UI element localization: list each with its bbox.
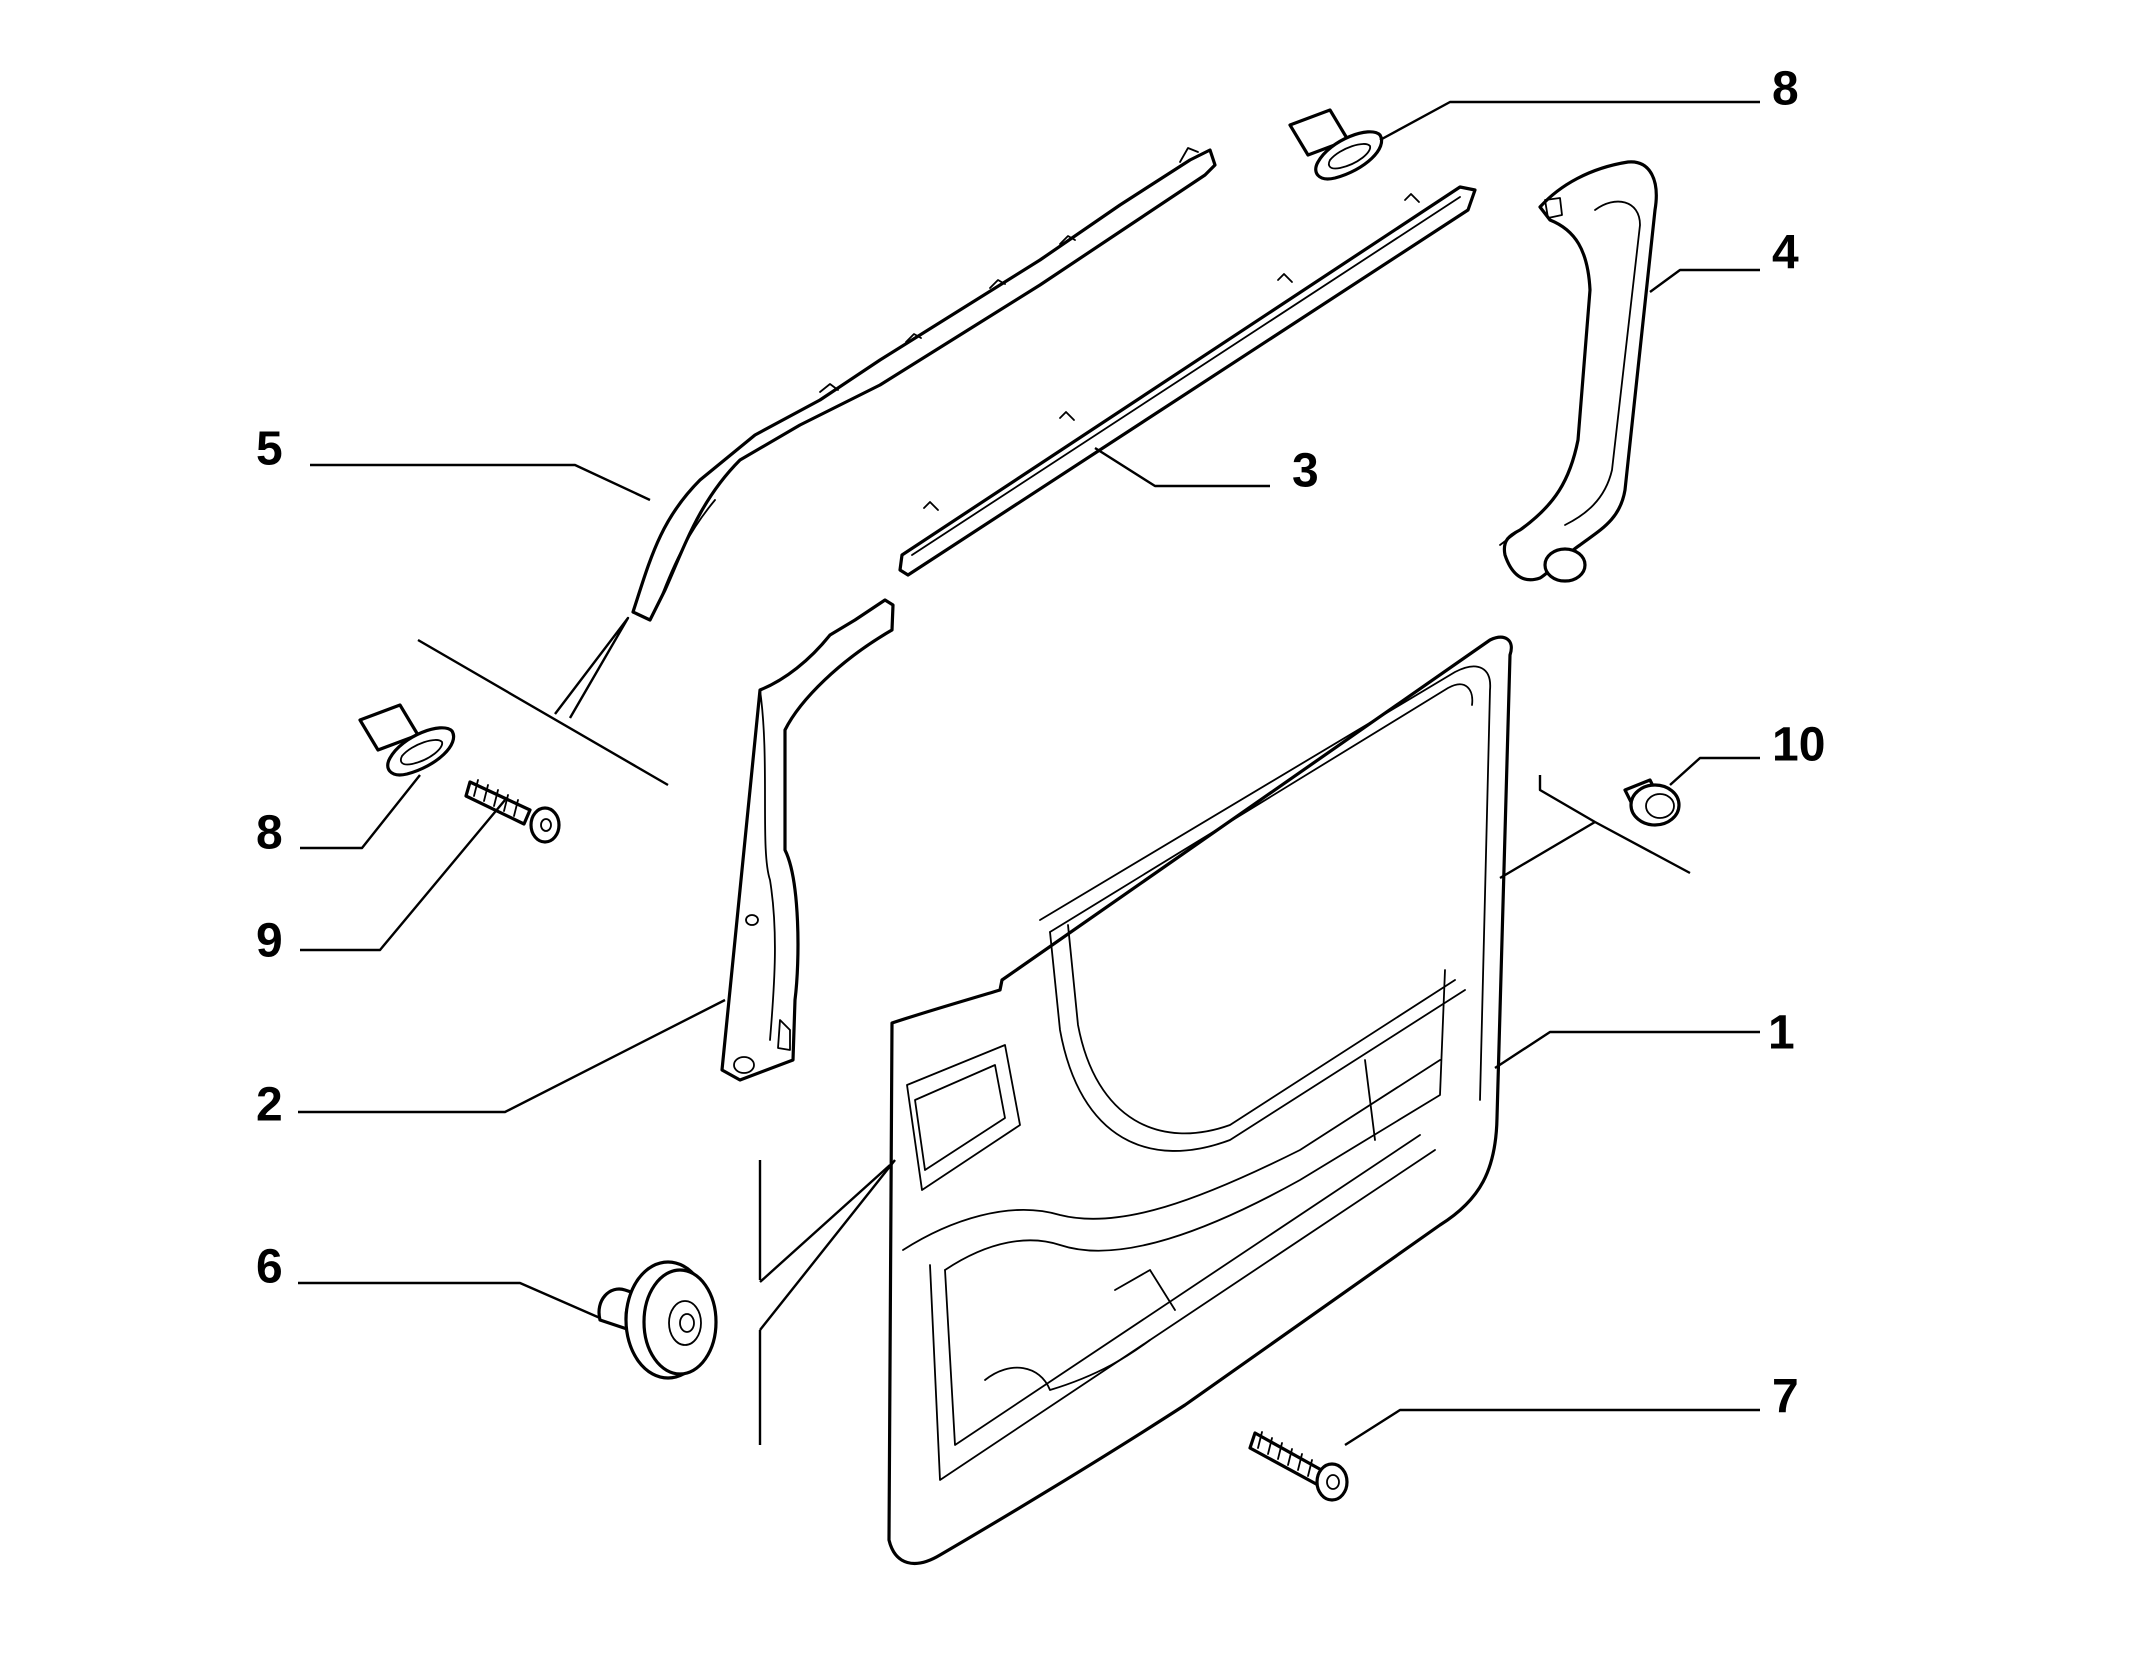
callout-10: 10 — [1772, 719, 1825, 772]
part-9-short-screw — [464, 779, 561, 844]
part-1-door-panel — [887, 635, 1513, 1565]
leader-9 — [300, 799, 506, 952]
part-4-grab-handle — [1499, 160, 1658, 583]
part-10-small-clip — [1623, 778, 1681, 827]
leader-6 — [298, 1281, 601, 1320]
callout-4: 4 — [1772, 227, 1799, 280]
part-6-large-fastener — [597, 1260, 718, 1380]
part-8-clip-top — [1288, 108, 1384, 181]
leader-7 — [1344, 1408, 1760, 1447]
callout-9: 9 — [256, 915, 283, 968]
leader-4 — [1649, 268, 1760, 293]
leader-1 — [1494, 1030, 1760, 1070]
leader-8-top — [1379, 100, 1760, 142]
callout-3: 3 — [1292, 445, 1319, 498]
callout-8-top: 8 — [1772, 63, 1799, 116]
callout-5: 5 — [256, 423, 283, 476]
callout-1: 1 — [1768, 1007, 1795, 1060]
guide-line-6b — [759, 1164, 891, 1283]
guide-line-5a — [417, 638, 669, 787]
leader-5 — [310, 463, 651, 502]
callout-7: 7 — [1772, 1371, 1799, 1424]
guide-line-6c — [759, 1159, 896, 1331]
leader-2 — [298, 998, 726, 1114]
guide-line-10 — [1538, 775, 1691, 875]
part-7-long-screw — [1248, 1431, 1349, 1502]
callout-2: 2 — [256, 1079, 283, 1132]
guide-line-5b — [554, 616, 630, 719]
leader-lines — [298, 100, 1760, 1447]
leader-8-left — [300, 774, 421, 850]
leader-3 — [1094, 446, 1270, 488]
callout-8-left: 8 — [256, 807, 283, 860]
callout-labels: 1 2 3 4 5 6 7 8 8 9 10 — [256, 63, 1825, 1424]
guide-line-10b — [1499, 820, 1596, 880]
part-3-window-strip — [898, 185, 1477, 577]
part-2-pillar-trim — [720, 598, 895, 1082]
part-5-upper-rail — [631, 147, 1217, 622]
callout-6: 6 — [256, 1241, 283, 1294]
leader-10 — [1669, 756, 1760, 786]
part-8-clip-left — [358, 703, 456, 777]
